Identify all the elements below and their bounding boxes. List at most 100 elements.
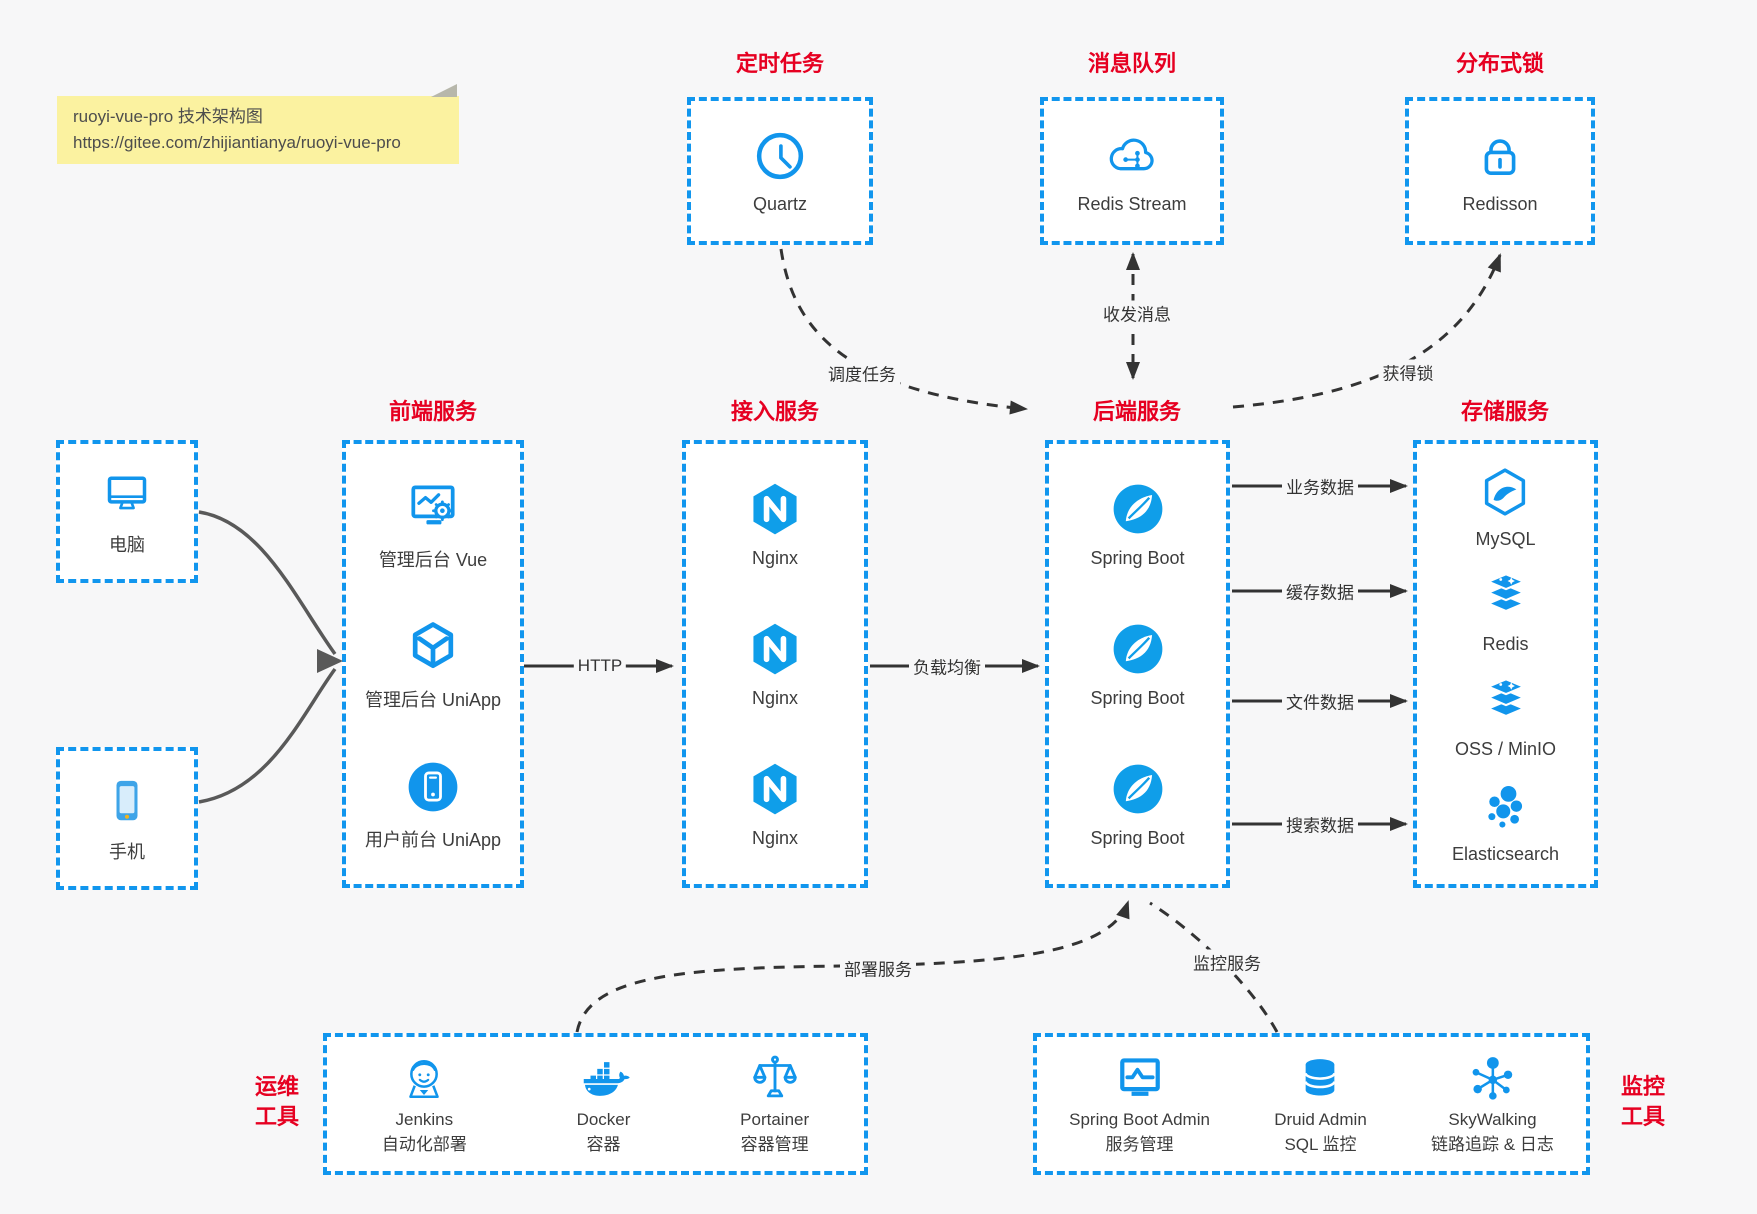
storage-title: 存储服务 xyxy=(1460,399,1550,424)
message-queue-title: 消息队列 xyxy=(1087,51,1177,76)
monitor-chart-icon xyxy=(1113,1052,1167,1106)
backend-box: Spring Boot Spring Boot Spring Boot xyxy=(1045,440,1230,888)
client-pc-box: 电脑 xyxy=(56,440,198,583)
node-admin-uniapp: 管理后台 UniApp xyxy=(365,617,501,712)
backend-title: 后端服务 xyxy=(1092,399,1182,424)
frontend-box: 管理后台 Vue 管理后台 UniApp 用户前台 UniApp xyxy=(342,440,524,888)
node-oss-minio: OSS / MinIO xyxy=(1455,674,1556,760)
node-jenkins: Jenkins 自动化部署 xyxy=(382,1052,467,1156)
edge-label-search-data: 搜索数据 xyxy=(1282,811,1358,837)
node-druid-admin: Druid Admin SQL 监控 xyxy=(1274,1052,1367,1156)
node-label: Quartz xyxy=(752,194,808,214)
clock-icon xyxy=(751,127,809,185)
gateway-box: Nginx Nginx Nginx xyxy=(682,440,868,888)
node-springboot-1: Spring Boot xyxy=(1090,479,1185,569)
node-nginx-1: Nginx xyxy=(745,479,805,569)
scheduled-task-title: 定时任务 xyxy=(735,51,825,76)
node-redisson: Redisson xyxy=(1462,127,1538,215)
distributed-lock-box: Redisson xyxy=(1405,97,1595,245)
storage-box: MySQL Redis OSS / MinIO Elasticsearch xyxy=(1413,440,1598,888)
node-phone: 手机 xyxy=(99,773,155,864)
docker-whale-icon xyxy=(583,1062,630,1096)
nginx-icon xyxy=(745,759,805,819)
tool-name: Druid Admin xyxy=(1274,1110,1367,1129)
nginx-icon xyxy=(745,479,805,539)
edge-schedule-task xyxy=(779,248,1028,415)
frontend-title: 前端服务 xyxy=(388,399,478,424)
tool-desc: 容器 xyxy=(586,1135,621,1154)
tool-name: Spring Boot Admin xyxy=(1069,1110,1210,1129)
jenkins-icon xyxy=(409,1060,440,1098)
client-phone-box: 手机 xyxy=(56,747,198,890)
edge-label-lock: 获得锁 xyxy=(1378,359,1438,385)
node-elasticsearch: Elasticsearch xyxy=(1452,779,1559,865)
tool-desc: 自动化部署 xyxy=(381,1135,467,1154)
tool-name: Docker xyxy=(576,1110,631,1129)
node-admin-vue: 管理后台 Vue xyxy=(379,477,487,572)
edge-label-monitor: 监控服务 xyxy=(1189,949,1265,975)
node-quartz: Quartz xyxy=(751,127,809,215)
node-spring-boot-admin: Spring Boot Admin 服务管理 xyxy=(1069,1052,1210,1156)
node-redis-stream: Redis Stream xyxy=(1077,127,1187,215)
scales-icon xyxy=(752,1055,797,1098)
edge-pc-to-frontend xyxy=(198,510,337,656)
tool-desc: 链路追踪 & 日志 xyxy=(1431,1135,1554,1154)
monitoring-tools-title: 监控 工具 xyxy=(1620,1074,1665,1129)
monitoring-tools-box: Spring Boot Admin 服务管理 Druid Admin SQL 监… xyxy=(1033,1033,1590,1175)
distributed-lock-title: 分布式锁 xyxy=(1455,51,1545,76)
gateway-title: 接入服务 xyxy=(730,399,820,424)
scheduled-task-box: Quartz xyxy=(687,97,873,245)
node-label: Spring Boot xyxy=(1090,548,1185,568)
node-pc: 电脑 xyxy=(99,466,155,557)
spring-boot-icon xyxy=(1111,623,1164,675)
node-label: 用户前台 UniApp xyxy=(364,829,502,850)
message-queue-box: Redis Stream xyxy=(1040,97,1224,245)
node-label: Nginx xyxy=(751,688,799,708)
node-label: Nginx xyxy=(751,548,799,568)
mysql-icon xyxy=(1485,467,1526,516)
topology-icon xyxy=(1471,1055,1514,1101)
nginx-icon xyxy=(745,619,805,679)
note-fold-corner xyxy=(431,84,457,97)
node-redis: Redis xyxy=(1478,569,1534,655)
node-portainer: Portainer 容器管理 xyxy=(740,1052,809,1156)
node-label: Redis xyxy=(1482,633,1529,654)
node-mysql: MySQL xyxy=(1475,464,1536,550)
node-docker: Docker 容器 xyxy=(577,1052,631,1156)
ops-tools-title: 运维 工具 xyxy=(254,1074,299,1129)
admin-vue-icon xyxy=(411,484,455,526)
spring-boot-icon xyxy=(1111,483,1164,535)
lock-icon xyxy=(1484,139,1516,176)
edge-label-load-balance: 负载均衡 xyxy=(909,653,985,679)
edge-phone-to-frontend xyxy=(198,667,337,804)
node-skywalking: SkyWalking 链路追踪 & 日志 xyxy=(1431,1052,1554,1156)
spring-boot-icon xyxy=(1111,763,1164,815)
tool-desc: SQL 监控 xyxy=(1284,1135,1357,1154)
note-url: https://gitee.com/zhijiantianya/ruoyi-vu… xyxy=(73,133,401,152)
node-nginx-3: Nginx xyxy=(745,759,805,849)
node-label: Spring Boot xyxy=(1090,828,1185,848)
node-springboot-2: Spring Boot xyxy=(1090,619,1185,709)
node-label: Elasticsearch xyxy=(1451,843,1560,864)
desktop-icon xyxy=(107,476,147,510)
tool-desc: 服务管理 xyxy=(1105,1135,1174,1154)
edge-label-file-data: 文件数据 xyxy=(1282,688,1358,714)
edge-acquire-lock xyxy=(1232,253,1502,409)
node-label: OSS / MinIO xyxy=(1454,738,1557,759)
node-label: Nginx xyxy=(751,828,799,848)
edge-label-messages: 收发消息 xyxy=(1099,300,1175,326)
node-label: 电脑 xyxy=(109,535,145,555)
tool-name: Jenkins xyxy=(395,1110,454,1129)
node-label: 管理后台 UniApp xyxy=(364,689,502,710)
node-user-uniapp: 用户前台 UniApp xyxy=(365,757,501,852)
tool-desc: 容器管理 xyxy=(740,1135,809,1154)
node-label: Redisson xyxy=(1462,194,1538,214)
client-arrowhead xyxy=(317,649,343,673)
edge-label-http: HTTP xyxy=(573,656,627,676)
user-app-icon xyxy=(407,760,459,813)
node-label: 手机 xyxy=(109,842,145,862)
node-label: MySQL xyxy=(1475,528,1536,549)
node-springboot-3: Spring Boot xyxy=(1090,759,1185,849)
edge-label-business-data: 业务数据 xyxy=(1282,473,1358,499)
